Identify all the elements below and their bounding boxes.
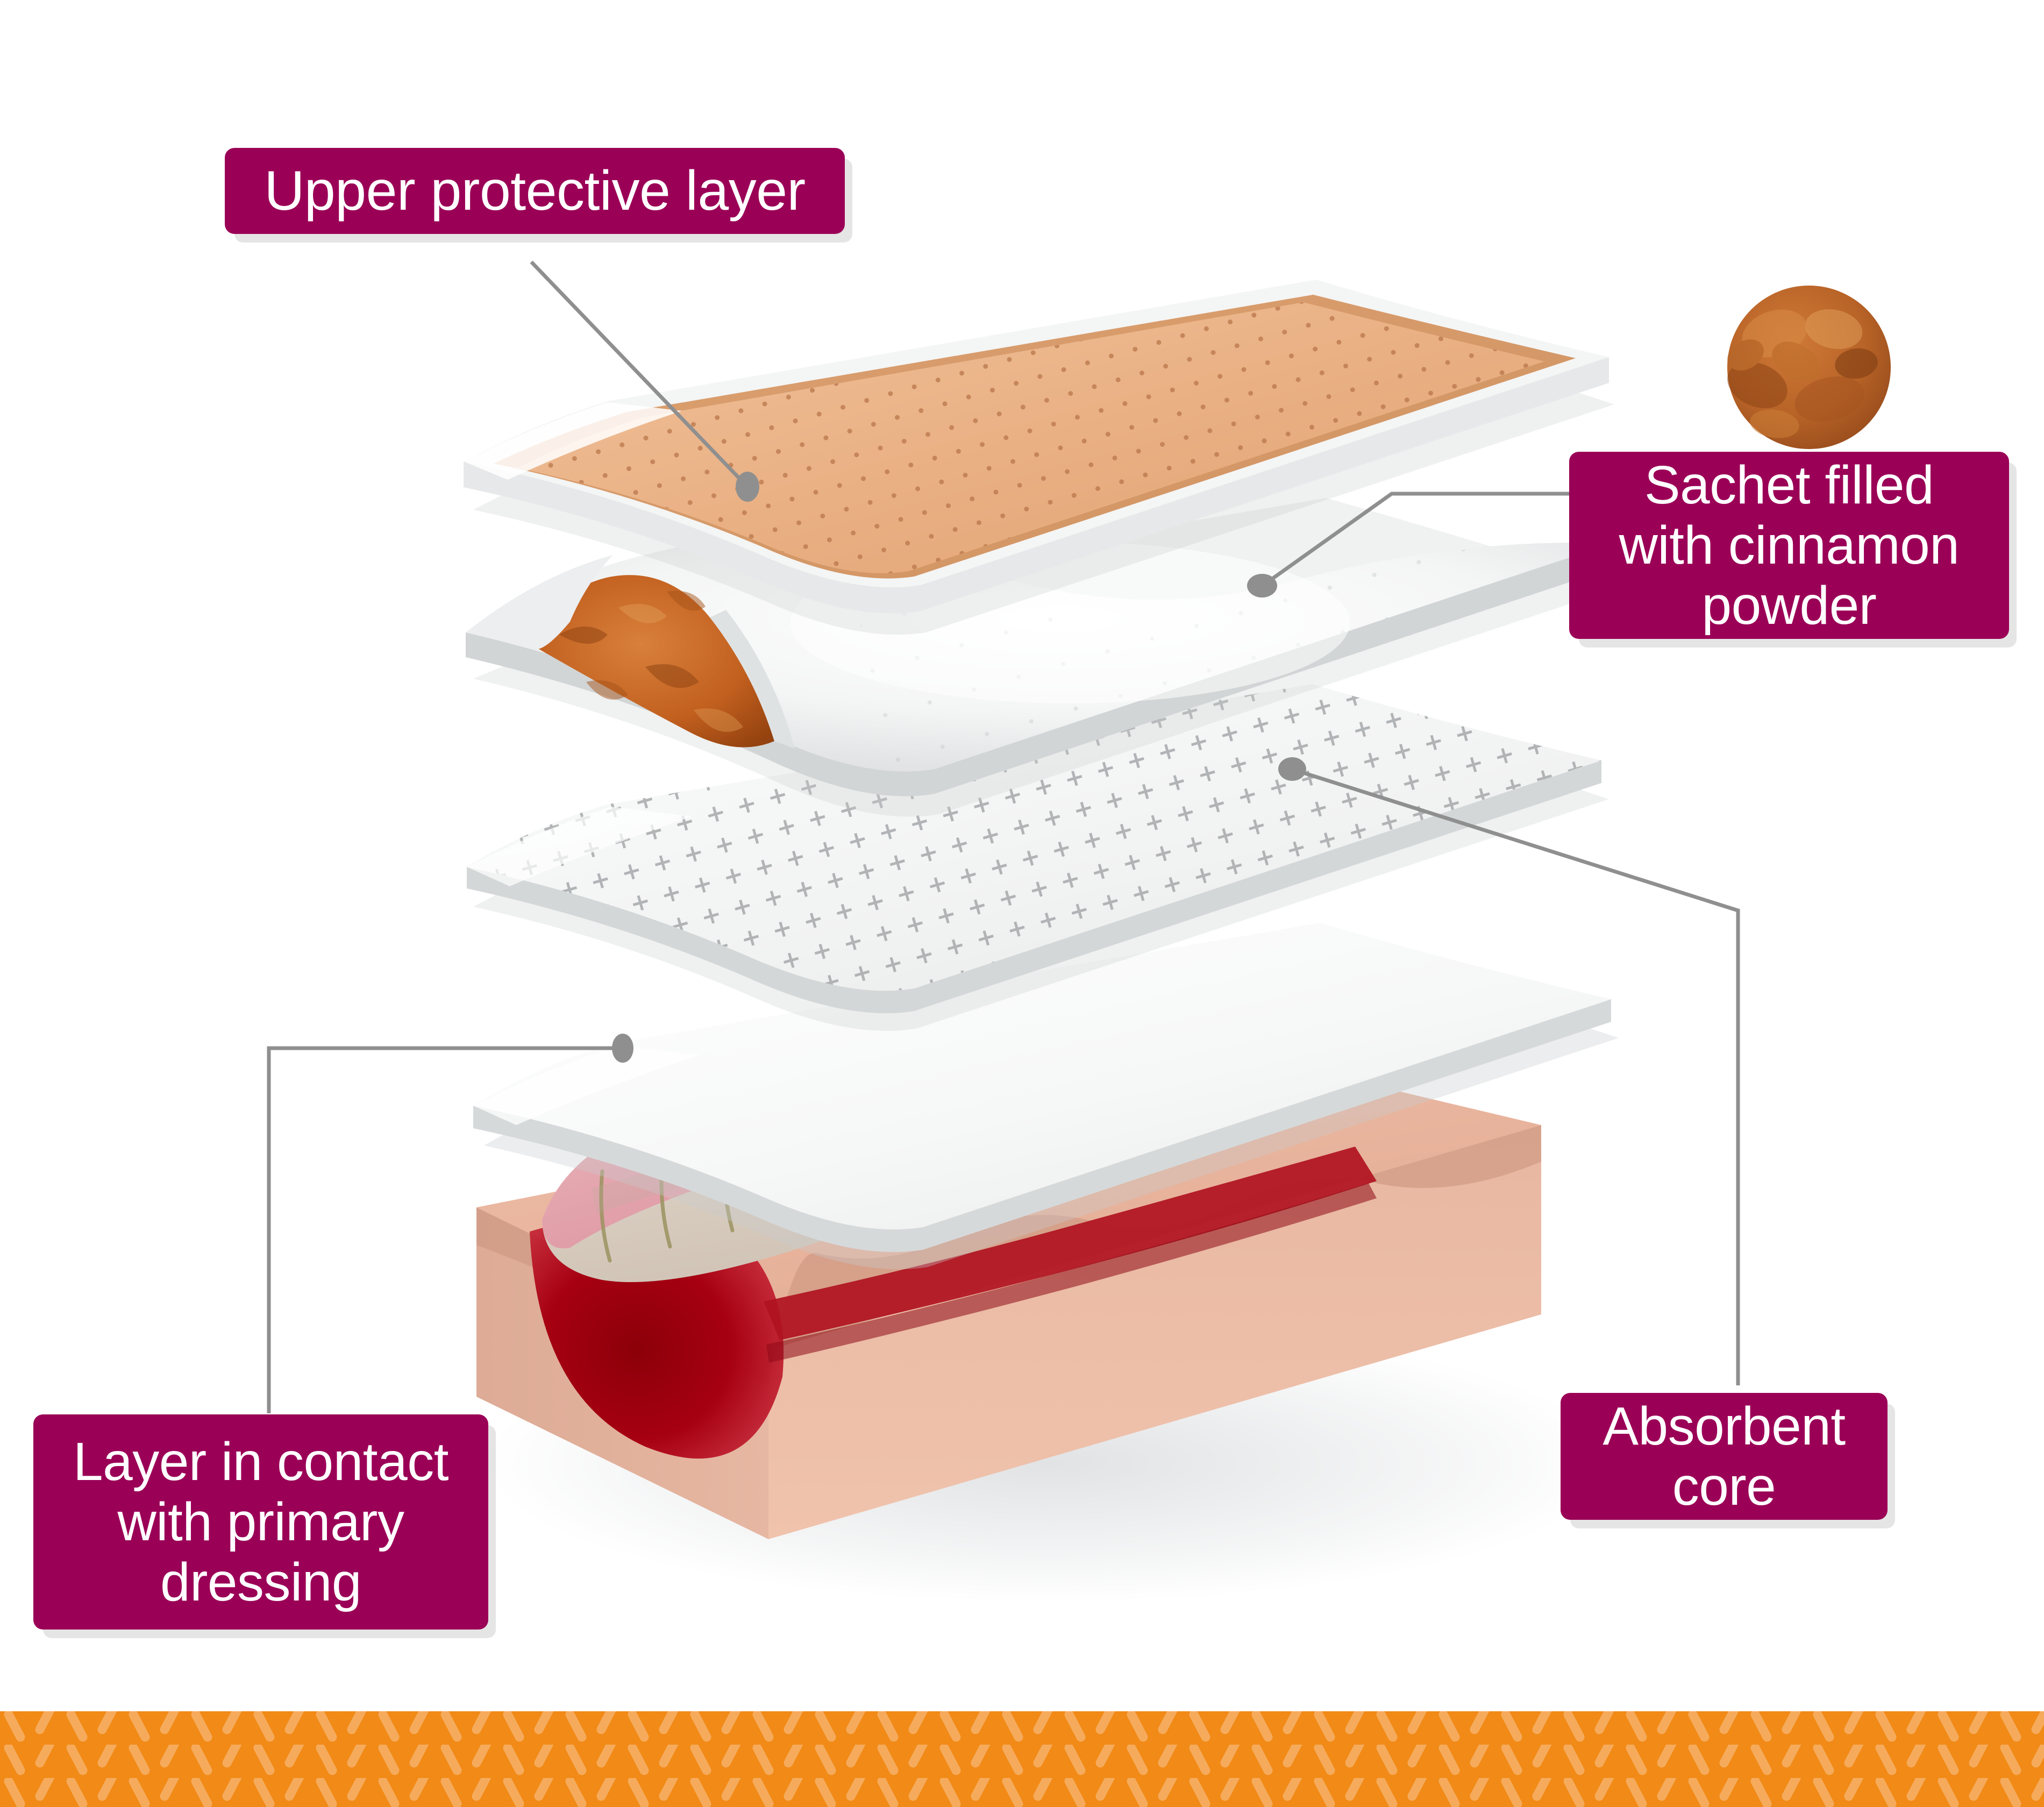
callout-sachet-filled-with-cinnamon-powder[interactable]: Sachet filled with cinnamon powder (1569, 452, 2009, 639)
callout-sachet-text: Sachet filled with cinnamon powder (1583, 455, 1995, 636)
leader-dot-absorbent-core (1278, 757, 1306, 781)
callout-contact-layer-line-3: dressing (160, 1552, 361, 1612)
upper-protective-layer (464, 280, 1614, 635)
leader-sachet (1263, 492, 1571, 586)
callout-contact-layer-line-1: Layer in contact (73, 1432, 448, 1492)
leader-lines (267, 260, 1740, 1413)
callout-layer-in-contact-with-primary-dressing[interactable]: Layer in contact with primary dressing (33, 1414, 488, 1630)
callout-absorbent-core-text: Absorbent core (1575, 1396, 1874, 1517)
leader-contact-layer (267, 1046, 625, 1413)
footer-stripe-pattern (0, 1711, 2044, 1807)
leader-dot-upper-protective-layer (736, 472, 759, 502)
leader-dots (612, 472, 1306, 1063)
callout-sachet-line-3: powder (1701, 575, 1877, 636)
leader-upper-protective-layer (530, 260, 746, 486)
callout-sachet-line-1: Sachet filled (1644, 455, 1934, 515)
callout-upper-protective-layer-text: Upper protective layer (264, 159, 806, 222)
contact-layer-sheet (473, 923, 1619, 1270)
leader-absorbent-core (1294, 768, 1740, 1385)
callout-contact-layer-text: Layer in contact with primary dressing (47, 1432, 474, 1612)
footer-band (0, 1711, 2044, 1807)
callout-absorbent-core-line-2: core (1672, 1456, 1776, 1517)
callout-absorbent-core[interactable]: Absorbent core (1561, 1393, 1888, 1520)
callout-contact-layer-line-2: with primary (117, 1492, 404, 1552)
callout-absorbent-core-line-1: Absorbent (1603, 1396, 1846, 1456)
callout-sachet-line-2: with cinnamon (1619, 515, 1960, 575)
cinnamon-powder-swatch (1727, 286, 1891, 449)
absorbent-core-sheet (467, 684, 1609, 1031)
leader-dot-sachet (1247, 574, 1277, 597)
leader-dot-contact-layer (612, 1034, 633, 1063)
callout-upper-protective-layer[interactable]: Upper protective layer (225, 148, 845, 234)
